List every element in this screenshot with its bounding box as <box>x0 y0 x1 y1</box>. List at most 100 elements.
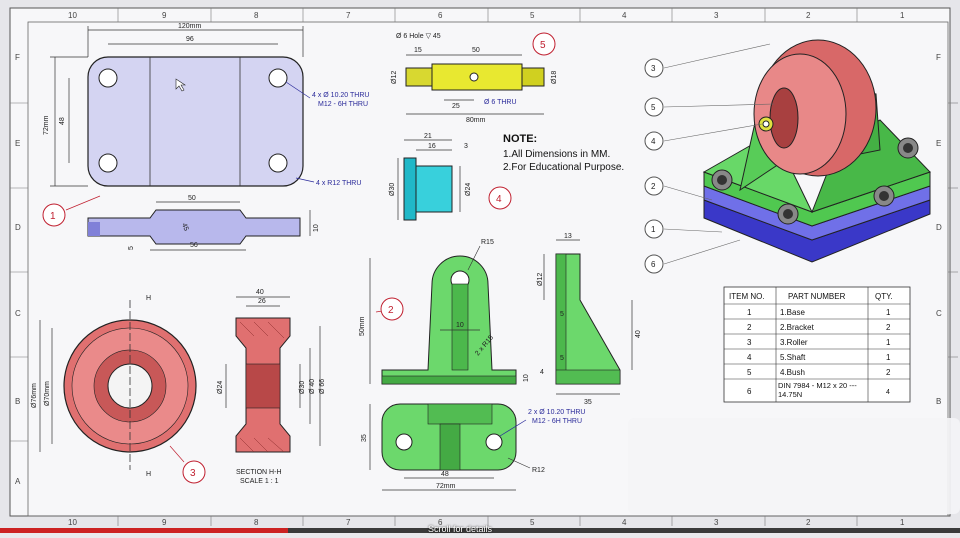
iso-balloon-shaft-label: 5 <box>651 103 656 112</box>
isometric-assembly <box>702 39 931 263</box>
bracket-side-dim-w35: 35 <box>584 399 592 406</box>
bom-row-1-qty: 1 <box>886 308 891 317</box>
zone-bottom-2: 2 <box>806 518 811 527</box>
bracket-side-view <box>555 253 621 385</box>
base-side-dim-thk: 10 <box>313 224 320 232</box>
bracket-dim-r15: R15 <box>481 239 494 246</box>
bom-row-6-qty: 4 <box>886 389 890 396</box>
bom-row-5-item: 5 <box>747 368 752 377</box>
shaft-view <box>405 63 545 91</box>
bush-dim-d2: Ø24 <box>465 183 472 196</box>
zone-top-8: 8 <box>254 11 259 20</box>
bush-view <box>403 157 453 221</box>
zone-right-b: B <box>936 397 941 406</box>
video-progress-bar[interactable] <box>0 528 960 533</box>
balloon-shaft <box>532 32 556 56</box>
bracket-top-dim-w72: 72mm <box>436 483 456 490</box>
roller-dim-d30: Ø30 <box>299 381 306 394</box>
section-scale: SCALE 1 : 1 <box>240 478 279 485</box>
bracket-side-dim-t13: 13 <box>564 233 572 240</box>
bom-row-3-item: 3 <box>747 338 752 347</box>
zone-right-f: F <box>936 53 941 62</box>
iso-balloon-screw <box>644 254 664 274</box>
bom-row-1-part: 1.Base <box>780 308 805 317</box>
shaft-dim-a: 15 <box>414 47 422 54</box>
scroll-hint[interactable]: Scroll for details <box>428 524 493 534</box>
bracket-side-dim-5b: 5 <box>560 355 564 362</box>
roller-section-view <box>235 317 291 453</box>
bracket-top-dim-v35: 35 <box>361 434 368 442</box>
zone-bottom-9: 9 <box>162 518 167 527</box>
zone-bottom-4: 4 <box>622 518 627 527</box>
shaft-dim-hole: Ø 6 Hole ▽ 45 <box>396 33 441 40</box>
zone-bottom-5: 5 <box>530 518 535 527</box>
roller-dim-d70: Ø70mm <box>44 381 51 406</box>
bracket-side-dim-d12: Ø12 <box>537 273 544 286</box>
bom-row-3-part: 3.Roller <box>780 338 808 347</box>
bom-row-4-part: 5.Shaft <box>780 353 806 362</box>
roller-dim-d66: Ø 66 <box>319 379 326 394</box>
zone-top-5: 5 <box>530 11 535 20</box>
zone-top-6: 6 <box>438 11 443 20</box>
zone-left-b: B <box>15 397 20 406</box>
balloon-shaft-label: 5 <box>540 40 546 51</box>
bom-row-2-item: 2 <box>747 323 752 332</box>
bush-dim-w2: 16 <box>428 143 436 150</box>
zone-bottom-8: 8 <box>254 518 259 527</box>
iso-balloon-roller-label: 3 <box>651 64 656 73</box>
balloon-roller <box>182 460 206 484</box>
zone-left-f: F <box>15 53 20 62</box>
zone-top-10: 10 <box>68 11 77 20</box>
bom-table: ITEM NO. PART NUMBER QTY. 1 1.Base 1 2 2… <box>723 286 911 403</box>
bracket-dim-w10: 10 <box>456 322 464 329</box>
zone-top-9: 9 <box>162 11 167 20</box>
zone-bottom-10: 10 <box>68 518 77 527</box>
iso-balloon-bush <box>644 131 664 151</box>
base-dim-overall-width: 120mm <box>178 23 202 30</box>
iso-balloon-roller <box>644 58 664 78</box>
roller-section-mark-bottom: H <box>146 471 151 478</box>
shaft-dim-dia-right: Ø18 <box>551 71 558 84</box>
bracket-top-dim-w48: 48 <box>441 471 449 478</box>
roller-dim-w26: 26 <box>258 298 266 305</box>
base-side-dim-angle: 45 <box>180 222 189 232</box>
bush-dim-w1: 21 <box>424 133 432 140</box>
section-label: SECTION H-H <box>236 469 282 476</box>
bracket-side-dim-h40: 40 <box>635 330 642 338</box>
zone-left-e: E <box>15 139 20 148</box>
balloon-bush-label: 4 <box>496 194 502 205</box>
base-callout-thread: M12 - 6H THRU <box>318 101 368 108</box>
cursor-icon <box>175 78 186 92</box>
bracket-side-dim-10: 10 <box>523 374 530 382</box>
bom-row-5-part: 4.Bush <box>780 368 805 377</box>
zone-top-2: 2 <box>806 11 811 20</box>
bom-row-3-qty: 1 <box>886 338 891 347</box>
zone-bottom-6: 6 <box>438 518 443 527</box>
base-side-dim-bottom: 56 <box>190 242 198 249</box>
zone-bottom-7: 7 <box>346 518 351 527</box>
roller-front-view <box>63 300 197 470</box>
base-callout-radius: 4 x R12 THRU <box>316 180 361 187</box>
zone-top-1: 1 <box>900 11 905 20</box>
bom-row-5-qty: 2 <box>886 368 891 377</box>
zone-right-c: C <box>936 309 942 318</box>
bracket-side-dim-5a: 5 <box>560 311 564 318</box>
base-top-view <box>87 56 304 187</box>
iso-balloon-bracket-label: 2 <box>651 182 656 191</box>
zone-right-e: E <box>936 139 941 148</box>
overlay-patch <box>628 418 960 514</box>
bracket-front-view <box>381 255 517 385</box>
shaft-dim-mid: 25 <box>452 103 460 110</box>
base-dim-overall-height: 72mm <box>43 115 50 135</box>
zone-left-d: D <box>15 223 21 232</box>
bom-row-4-qty: 1 <box>886 353 891 362</box>
bush-dim-d1: Ø30 <box>389 183 396 196</box>
balloon-base <box>42 203 66 227</box>
roller-dim-w40: 40 <box>256 289 264 296</box>
bom-row-1-item: 1 <box>747 308 752 317</box>
bracket-dim-r12: R12 <box>532 467 545 474</box>
zone-right-d: D <box>936 223 942 232</box>
base-dim-inner-width: 96 <box>186 36 194 43</box>
